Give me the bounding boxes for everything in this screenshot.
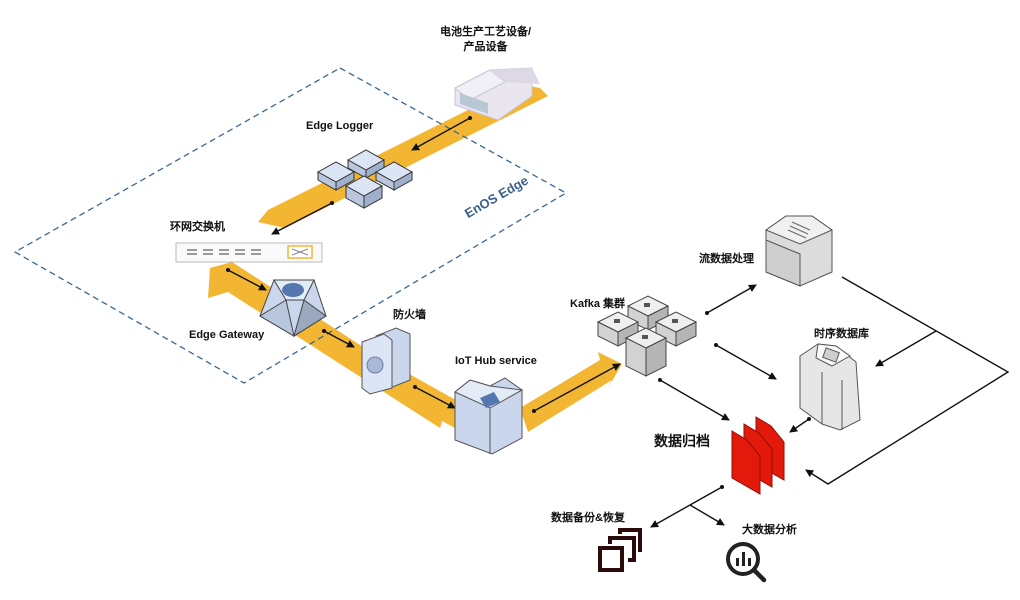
label-archive: 数据归档 bbox=[654, 433, 710, 449]
arrow-stream-loop bbox=[805, 276, 1010, 485]
enos-edge-boundary bbox=[13, 67, 568, 384]
label-edge-logger: Edge Logger bbox=[306, 120, 374, 132]
arrow-gateway-firewall bbox=[322, 329, 355, 348]
documents-icon bbox=[731, 416, 785, 495]
arrow-archive-split bbox=[689, 485, 724, 506]
firewall-icon bbox=[361, 327, 411, 395]
gateway-icon bbox=[259, 279, 327, 338]
arrow-tsdb-archive bbox=[789, 417, 811, 433]
flow-arrows bbox=[226, 116, 1010, 528]
label-production-line2: 产品设备 bbox=[463, 41, 508, 53]
database-icon bbox=[799, 343, 861, 431]
arrow-production-logger bbox=[411, 116, 472, 151]
server-cluster-icon bbox=[316, 149, 414, 209]
analytics-magnifier-icon bbox=[726, 542, 767, 583]
arrow-firewall-hub bbox=[413, 385, 456, 409]
arrow-logger-switch bbox=[271, 201, 334, 235]
cloud-service-icon bbox=[454, 377, 524, 455]
label-production-line1: 电池生产工艺设备/ bbox=[440, 26, 532, 38]
label-iot-hub: IoT Hub service bbox=[455, 355, 537, 367]
network-switch-icon bbox=[175, 242, 323, 263]
label-ring-switch: 环网交换机 bbox=[170, 221, 225, 233]
label-kafka: Kafka 集群 bbox=[570, 298, 626, 310]
label-firewall: 防火墙 bbox=[393, 309, 426, 321]
arrow-to-backup bbox=[650, 504, 691, 528]
stream-processor-icon bbox=[764, 215, 834, 287]
label-backup: 数据备份&恢复 bbox=[551, 512, 625, 524]
cluster-icon bbox=[596, 295, 698, 377]
arrow-hub-kafka bbox=[532, 363, 621, 413]
factory-building-icon bbox=[454, 67, 540, 121]
backup-restore-icon bbox=[598, 528, 642, 572]
label-tsdb: 时序数据库 bbox=[814, 328, 869, 340]
label-bigdata: 大数据分析 bbox=[742, 524, 797, 536]
arrow-switch-gateway bbox=[226, 268, 267, 291]
arrow-kafka-tsdb bbox=[714, 343, 777, 380]
arrow-kafka-archive bbox=[658, 378, 730, 421]
band-production-to-logger bbox=[258, 84, 548, 228]
label-stream: 流数据处理 bbox=[699, 253, 754, 265]
arrow-stream-tsdb bbox=[875, 330, 937, 367]
label-edge-gateway: Edge Gateway bbox=[189, 329, 265, 341]
label-production: 电池生产工艺设备/ 产品设备 bbox=[440, 25, 531, 55]
arrow-to-bigdata bbox=[689, 504, 725, 526]
arrow-kafka-stream bbox=[705, 284, 757, 315]
